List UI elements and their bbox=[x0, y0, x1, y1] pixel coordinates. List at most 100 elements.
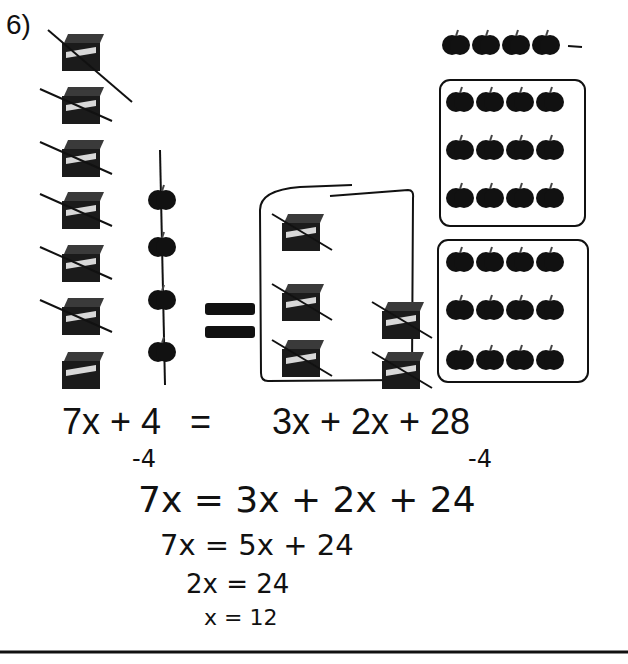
apple-stem bbox=[520, 247, 522, 253]
apple-icon bbox=[446, 295, 474, 320]
apple-half bbox=[454, 188, 474, 208]
cross-out-stroke bbox=[372, 302, 432, 338]
apple-half bbox=[454, 92, 474, 112]
box-body bbox=[62, 254, 100, 282]
apple-half bbox=[484, 350, 504, 370]
apple-stem bbox=[460, 345, 462, 351]
apple-stem bbox=[460, 295, 462, 301]
apple-icon bbox=[536, 183, 564, 208]
apple-icon bbox=[506, 295, 534, 320]
apple-icon bbox=[446, 135, 474, 160]
apple-icon bbox=[446, 183, 474, 208]
apple-icon bbox=[532, 30, 560, 55]
box-lid bbox=[284, 284, 324, 293]
apple-icon bbox=[476, 247, 504, 272]
box-body bbox=[62, 361, 100, 389]
apple-half bbox=[514, 300, 534, 320]
cross-out-stroke bbox=[40, 89, 112, 121]
apple-stem bbox=[550, 247, 552, 253]
apple-icon bbox=[148, 285, 176, 310]
apple-half bbox=[484, 252, 504, 272]
box-icon bbox=[62, 352, 104, 389]
apple-half bbox=[544, 92, 564, 112]
apple-half bbox=[484, 300, 504, 320]
apple-half bbox=[544, 300, 564, 320]
apple-half bbox=[544, 350, 564, 370]
box-body bbox=[62, 201, 100, 229]
box-icon bbox=[62, 245, 104, 282]
apple-icon bbox=[476, 295, 504, 320]
box-body bbox=[382, 361, 420, 389]
apple-half bbox=[514, 252, 534, 272]
apple-half bbox=[484, 188, 504, 208]
box-body bbox=[62, 96, 100, 124]
apple-icon bbox=[148, 232, 176, 257]
equal-bar bbox=[205, 303, 255, 315]
box-icon bbox=[62, 298, 104, 335]
apple-half bbox=[544, 252, 564, 272]
apple-half bbox=[450, 35, 470, 55]
apple-stem bbox=[550, 87, 552, 93]
apple-stem bbox=[520, 87, 522, 93]
box-body bbox=[62, 307, 100, 335]
apple-stem bbox=[456, 30, 458, 36]
apple-icon bbox=[476, 183, 504, 208]
handwritten-answer: x = 12 bbox=[204, 606, 277, 630]
box-lid bbox=[64, 298, 104, 307]
cross-out-stroke bbox=[372, 352, 432, 388]
apple-stem bbox=[490, 295, 492, 301]
apple-stem bbox=[162, 185, 164, 191]
box-icon bbox=[62, 140, 104, 177]
box-lid bbox=[64, 140, 104, 149]
cross-out-stroke bbox=[40, 194, 112, 226]
apple-stem bbox=[516, 30, 518, 36]
apple-stem bbox=[460, 87, 462, 93]
box-lid bbox=[64, 87, 104, 96]
apple-stem bbox=[162, 337, 164, 343]
apple-icon bbox=[536, 295, 564, 320]
apple-icon bbox=[506, 247, 534, 272]
apple-icon bbox=[472, 30, 500, 55]
cross-out-stroke bbox=[40, 247, 112, 279]
apple-icon bbox=[536, 87, 564, 112]
bottom-rule bbox=[0, 651, 628, 654]
apple-stem bbox=[460, 183, 462, 189]
apple-half bbox=[156, 190, 176, 210]
apple-icon bbox=[536, 247, 564, 272]
box-body bbox=[382, 311, 420, 339]
apple-half bbox=[156, 290, 176, 310]
box-icon bbox=[62, 192, 104, 229]
apple-icon bbox=[506, 345, 534, 370]
equation-equals: = bbox=[190, 402, 211, 442]
apple-stem bbox=[520, 135, 522, 141]
apple-half bbox=[544, 140, 564, 160]
apple-half bbox=[514, 92, 534, 112]
apple-icon bbox=[536, 345, 564, 370]
apple-half bbox=[454, 350, 474, 370]
equation-left: 7x + 4 bbox=[62, 402, 161, 442]
cross-out-stroke bbox=[272, 340, 332, 376]
apple-icon bbox=[476, 135, 504, 160]
apple-icon bbox=[506, 87, 534, 112]
box-lid bbox=[64, 245, 104, 254]
problem-number: 6) bbox=[6, 10, 31, 41]
handwritten-step: 7x = 5x + 24 bbox=[160, 530, 354, 562]
apple-stem bbox=[162, 232, 164, 238]
apple-half bbox=[514, 188, 534, 208]
apple-stem bbox=[490, 345, 492, 351]
apple-half bbox=[484, 140, 504, 160]
apple-icon bbox=[536, 135, 564, 160]
apple-stem bbox=[550, 183, 552, 189]
apple-icon bbox=[476, 87, 504, 112]
apple-half bbox=[544, 188, 564, 208]
apple-stem bbox=[520, 183, 522, 189]
apple-stem bbox=[520, 345, 522, 351]
apple-icon bbox=[442, 30, 470, 55]
apple-stem bbox=[550, 295, 552, 301]
apple-stem bbox=[490, 87, 492, 93]
apple-stem bbox=[490, 135, 492, 141]
apple-half bbox=[454, 300, 474, 320]
box-body bbox=[62, 149, 100, 177]
